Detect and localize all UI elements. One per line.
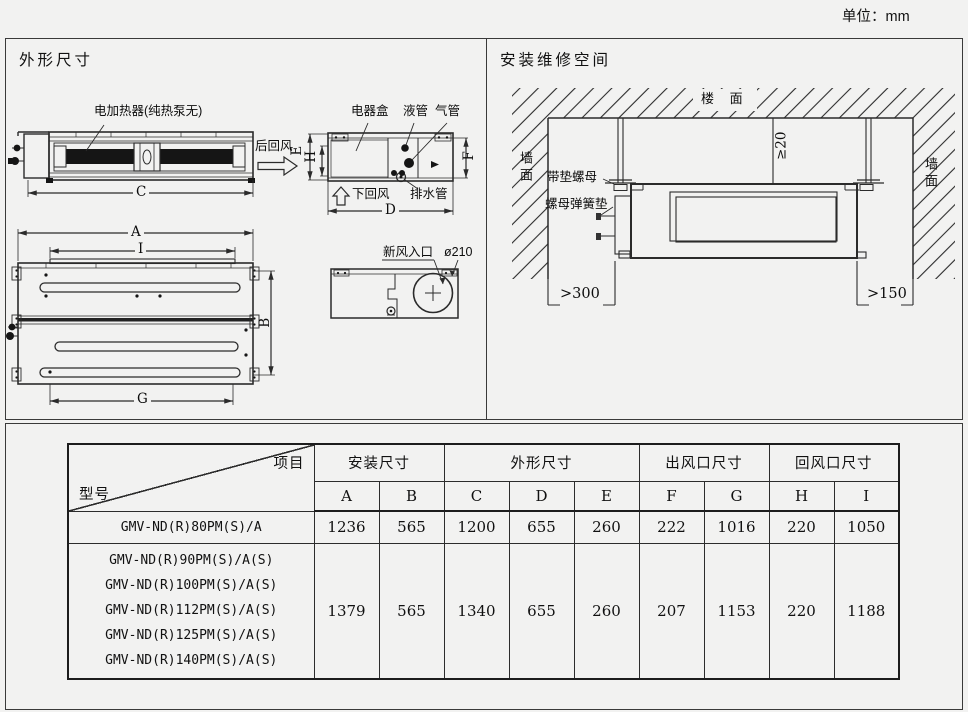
column-group-header: 外形尺寸: [443, 443, 640, 482]
wall-label-right: 墙面: [923, 157, 938, 191]
model-cell: GMV-ND(R)90PM(S)/A(S) GMV-ND(R)100PM(S)/A…: [67, 542, 315, 680]
column-group-header: 出风口尺寸: [638, 443, 770, 482]
value-cell: 1236: [313, 510, 380, 544]
drain-pipe-label: 排水管: [410, 187, 448, 201]
model-name: GMV-ND(R)112PM(S)/A(S): [105, 603, 278, 619]
value-cell: 207: [638, 542, 705, 680]
value-cell: 260: [573, 542, 640, 680]
column-letter: D: [508, 480, 575, 512]
column-letter: I: [833, 480, 900, 512]
value-cell: 655: [508, 510, 575, 544]
column-letter: B: [378, 480, 445, 512]
front-view-drawing: [8, 124, 299, 197]
value-cell: 222: [638, 510, 705, 544]
dim-h-label: H: [303, 150, 320, 163]
unit-note: 单位：mm: [842, 9, 910, 25]
installation-space-title: 安装维修空间: [500, 52, 612, 69]
dim-b-label: B: [257, 317, 274, 328]
dim-f-label: F: [460, 151, 477, 161]
dim-d-label: D: [382, 203, 399, 218]
column-letter: G: [703, 480, 770, 512]
value-cell: 1050: [833, 510, 900, 544]
outline-dimensions-drawing: [6, 122, 469, 405]
bottom-return-label: 下回风: [352, 187, 390, 201]
rear-return-label: 后回风: [255, 139, 293, 153]
model-cell: GMV-ND(R)80PM(S)/A: [67, 510, 315, 544]
value-cell: 565: [378, 510, 445, 544]
value-cell: 220: [768, 510, 835, 544]
column-letter: F: [638, 480, 705, 512]
table-row: GMV-ND(R)90PM(S)/A(S) GMV-ND(R)100PM(S)/A…: [67, 542, 900, 680]
column-group-header: 回风口尺寸: [768, 443, 900, 482]
gap-right-dimension: >150: [864, 287, 910, 302]
value-cell: 1340: [443, 542, 510, 680]
model-name: GMV-ND(R)140PM(S)/A(S): [105, 653, 278, 669]
model-name: GMV-ND(R)80PM(S)/A: [120, 519, 262, 535]
value-cell: 1200: [443, 510, 510, 544]
liquid-pipe-label: 液管: [403, 104, 429, 118]
dim-g-label: G: [134, 392, 151, 407]
fresh-air-inlet-label: 新风入口: [383, 245, 434, 259]
spring-washer-label: 螺母弹簧垫: [545, 197, 608, 211]
value-cell: 565: [378, 542, 445, 680]
drawings-container: 外形尺寸 电加热器(纯热泵无) 后回风 C 电器盒 液管 气管 下回风 排水管 …: [5, 38, 963, 420]
panel-outline-dimensions: 外形尺寸 电加热器(纯热泵无) 后回风 C 电器盒 液管 气管 下回风 排水管 …: [6, 39, 487, 419]
column-group-header: 安装尺寸: [313, 443, 445, 482]
value-cell: 1379: [313, 542, 380, 680]
gas-pipe-label: 气管: [435, 104, 461, 118]
model-name: GMV-ND(R)125PM(S)/A(S): [105, 628, 278, 644]
clearance-dimensions: [547, 118, 914, 306]
model-name: GMV-ND(R)100PM(S)/A(S): [105, 578, 278, 594]
side-view-drawing: [307, 122, 469, 215]
heater-label: 电加热器(纯热泵无): [94, 104, 203, 118]
dim-i-label: I: [135, 242, 147, 257]
table-corner-cell: 项目型号: [67, 443, 315, 512]
washer-nut-label: 带垫螺母: [547, 170, 598, 184]
value-cell: 1016: [703, 510, 770, 544]
corner-item-label: 项目: [273, 456, 305, 472]
value-cell: 220: [768, 542, 835, 680]
group-header-row: 项目型号安装尺寸外形尺寸出风口尺寸回风口尺寸: [67, 443, 900, 512]
value-cell: 655: [508, 542, 575, 680]
model-name: GMV-ND(R)90PM(S)/A(S): [109, 553, 274, 569]
electric-box-label: 电器盒: [351, 104, 389, 118]
indoor-unit-drawing: [596, 183, 867, 259]
corner-model-label: 型号: [79, 486, 110, 503]
gap-top-dimension: ≥20: [773, 131, 790, 161]
fresh-air-view-drawing: [330, 259, 459, 319]
gap-left-dimension: >300: [557, 287, 603, 302]
wall-label-left: 墙面: [518, 151, 533, 185]
column-letter: A: [313, 480, 380, 512]
column-letter: H: [768, 480, 835, 512]
outline-dimensions-title: 外形尺寸: [19, 52, 94, 69]
hanging-rods: [605, 118, 884, 191]
ceiling-label: 楼 面: [697, 91, 753, 107]
fresh-air-diameter-label: ø210: [444, 245, 473, 259]
value-cell: 260: [573, 510, 640, 544]
column-letter: C: [443, 480, 510, 512]
dim-c-label: C: [133, 185, 150, 200]
value-cell: 1153: [703, 542, 770, 680]
column-letter: E: [573, 480, 640, 512]
dim-a-label: A: [128, 225, 144, 240]
panel-installation-space: 安装维修空间 楼 面 墙面 墙面 带垫螺母 螺母弹簧垫 ≥20 >300 >15…: [487, 39, 962, 419]
value-cell: 1188: [833, 542, 900, 680]
